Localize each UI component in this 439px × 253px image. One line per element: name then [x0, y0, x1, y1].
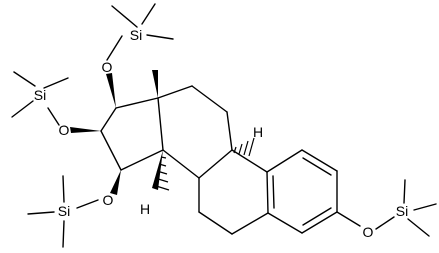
- label-h-c8: H: [253, 124, 263, 140]
- label-h-c14: H: [140, 201, 150, 217]
- bond-si-top-me3: [146, 34, 174, 40]
- bond-c8-c13: [162, 149, 200, 179]
- bond-si-top-o: [106, 35, 123, 61]
- bond-c12-c11: [191, 85, 228, 113]
- bond-si-top-me1: [111, 5, 138, 28]
- bond-ar-2: [301, 149, 338, 172]
- bond-si-bottom-me3: [62, 220, 65, 248]
- wedge-c16-o: [70, 127, 101, 133]
- bond-c6-c5: [231, 212, 269, 235]
- bond-ar-5: [267, 212, 303, 234]
- wedge-c13-down: [152, 150, 163, 190]
- bond-c9-c8: [198, 149, 233, 179]
- hash-c13-h: [152, 156, 170, 191]
- bond-si-top-me2: [141, 3, 156, 25]
- bond-si-bottom-me1: [62, 175, 65, 203]
- label-o-c15: O: [102, 59, 113, 75]
- label-si-right: Si: [396, 203, 408, 219]
- bond-si-left-me2: [43, 77, 69, 89]
- bond-ar-4: [301, 211, 338, 234]
- bond-si-left-me1: [13, 71, 36, 87]
- bond-c17-c16: [100, 130, 122, 171]
- wedge-c17-o: [110, 170, 121, 195]
- methyl-bonds: [11, 3, 437, 248]
- bond-si-right-me1: [403, 179, 406, 204]
- bond-c13-c17: [120, 149, 164, 171]
- skeletal-bonds: [47, 35, 395, 235]
- wedge-c15-o: [106, 73, 116, 108]
- label-si-top: Si: [130, 27, 142, 43]
- label-o-c3: O: [363, 224, 374, 240]
- bond-o-si-right: [375, 216, 395, 230]
- bond-si-right-me3: [407, 218, 430, 237]
- label-o-c16: O: [59, 122, 70, 138]
- bond-si-bottom-o: [76, 199, 99, 209]
- bond-c14-c13: [157, 97, 164, 151]
- bond-c10-c9: [231, 149, 268, 173]
- label-o-c17: O: [103, 192, 114, 208]
- bond-si-right-me2: [413, 203, 437, 211]
- bond-ar-double-1: [302, 157, 332, 176]
- hash-c9-h: [233, 137, 255, 157]
- bond-c11-c9: [226, 111, 233, 151]
- atom-labels: Si O Si O Si O H H Si O: [34, 27, 408, 240]
- bond-ar-1: [266, 149, 303, 173]
- bond-ar-double-2: [302, 207, 332, 226]
- bond-c3-o: [336, 211, 361, 227]
- bond-c7-c6: [198, 211, 233, 235]
- bond-si-bottom-me2: [27, 211, 55, 215]
- label-si-bottom: Si: [58, 203, 70, 219]
- bond-c16-c15: [100, 107, 117, 132]
- bond-c5-c10: [266, 171, 269, 214]
- bond-si-left-o: [47, 107, 60, 126]
- bond-si-left-me3: [11, 100, 34, 118]
- bond-ar-double-3: [272, 175, 275, 209]
- bond-c15-c14: [115, 97, 159, 109]
- wedge-methyl: [152, 70, 158, 98]
- bond-c14-c12: [157, 85, 193, 99]
- label-si-left: Si: [34, 87, 46, 103]
- stereo-bonds: [70, 70, 255, 195]
